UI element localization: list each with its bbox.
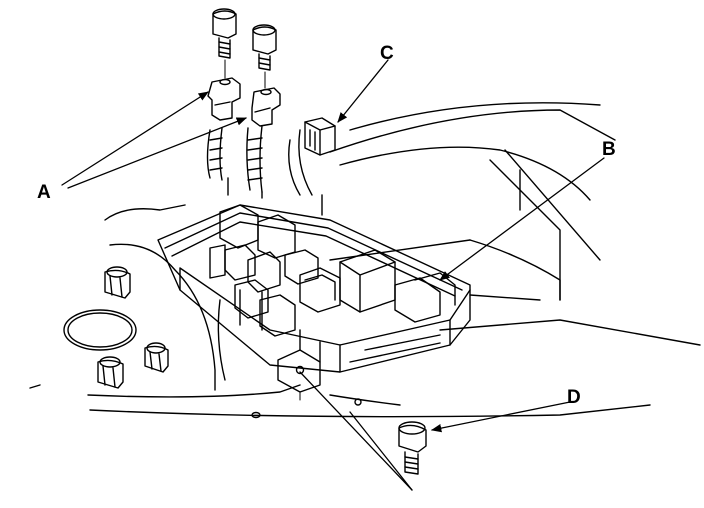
- callout-c: C: [380, 43, 394, 64]
- terminal-lug-1: [207, 77, 241, 121]
- connector-c: [304, 117, 336, 156]
- body-panel-outline: [329, 102, 701, 346]
- leader-lines: [61, 59, 605, 491]
- terminal-lug-2: [251, 87, 281, 127]
- callout-d: D: [567, 387, 581, 408]
- fuse-relay-box: [157, 204, 471, 419]
- bolt-2: [252, 24, 277, 71]
- nut-1: [104, 266, 131, 299]
- nut-2: [97, 356, 124, 389]
- install-lines: [224, 59, 301, 401]
- callout-a: A: [37, 182, 51, 203]
- grommet-ring-inner: [67, 312, 133, 348]
- nut-3: [144, 342, 169, 373]
- callout-b: B: [602, 139, 616, 160]
- fender-outline: [29, 204, 651, 418]
- bolt-1: [212, 8, 237, 59]
- grommet-ring: [63, 309, 137, 351]
- wire-harness: [206, 125, 323, 216]
- bolt-d: [398, 421, 427, 475]
